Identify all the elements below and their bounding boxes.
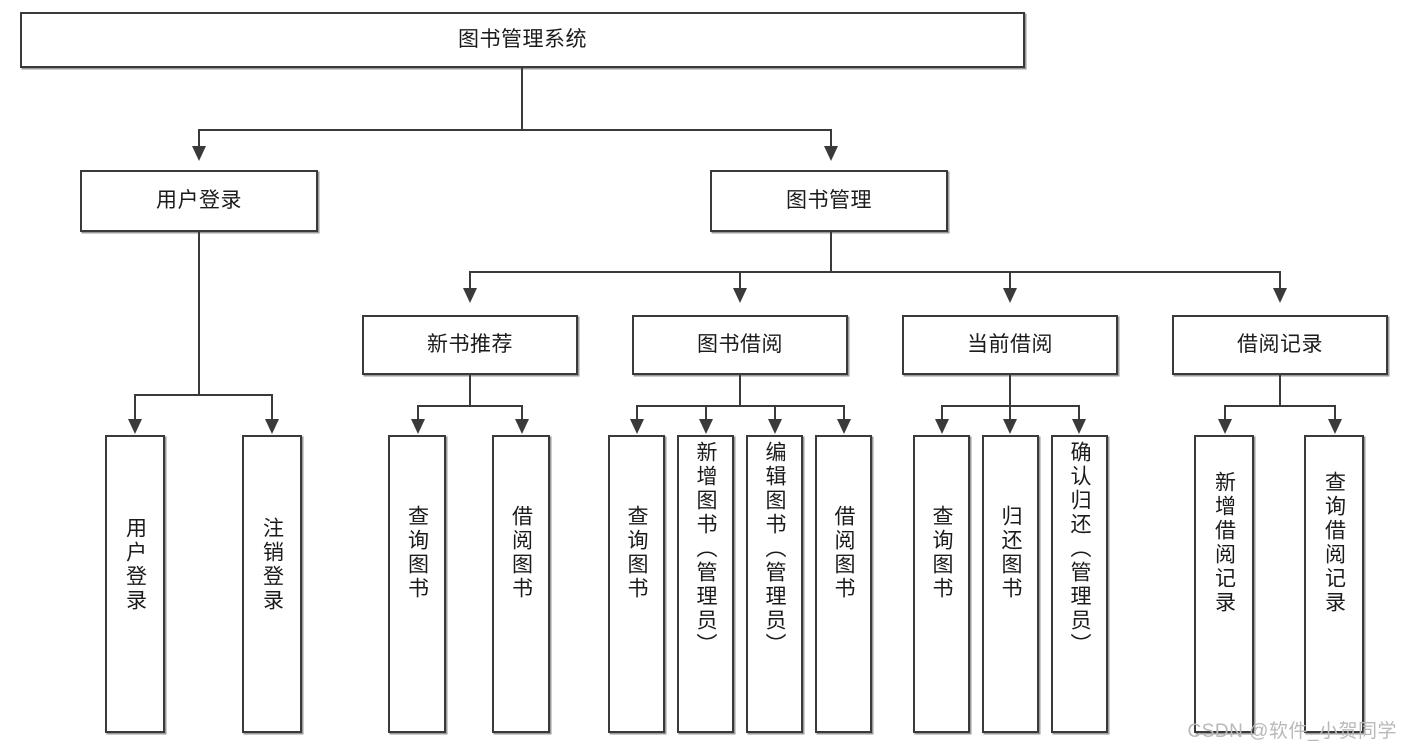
node-label: 新增借阅记录 <box>1212 471 1236 615</box>
connector-book-borrow-drop-2 <box>705 405 707 420</box>
node-label: 用户登录 <box>123 517 147 613</box>
arrowhead-book-borrow-leaf-2 <box>699 419 713 434</box>
node-label: 图书管理系统 <box>458 27 587 51</box>
leaf-user-login-login[interactable]: 用户登录 <box>105 435 165 733</box>
node-label: 查询图书 <box>405 505 429 601</box>
connector-book-borrow-drop-3 <box>774 405 776 420</box>
connector-user-login-drop-1 <box>134 394 136 420</box>
node-label: 查询图书 <box>625 505 648 601</box>
node-book-management[interactable]: 图书管理 <box>710 170 948 232</box>
node-root-book-management-system[interactable]: 图书管理系统 <box>20 12 1025 68</box>
arrowhead-borrow-record-leaf-2 <box>1328 419 1342 434</box>
connector-current-borrow-stem <box>1009 375 1011 406</box>
arrowhead-user-login-leaf-2 <box>265 419 279 434</box>
leaf-current-borrow-return-book[interactable]: 归还图书 <box>982 435 1039 733</box>
watermark-text: CSDN @软件_小贺同学 <box>1187 721 1397 742</box>
connector-book-management-stem <box>830 232 832 272</box>
arrowhead-book-borrow-leaf-3 <box>768 419 782 434</box>
arrowhead-new-book-leaf-1 <box>411 419 425 434</box>
leaf-book-borrow-query-book[interactable]: 查询图书 <box>608 435 665 733</box>
node-label: 借阅记录 <box>1237 332 1323 356</box>
leaf-current-borrow-confirm-return-admin[interactable]: 确认归还（管理员） <box>1051 435 1108 733</box>
node-label: 新书推荐 <box>427 332 513 356</box>
connector-level3-bus <box>469 271 1281 273</box>
connector-level1-drop-left <box>198 129 200 147</box>
arrowhead-user-login-leaf-1 <box>128 419 142 434</box>
connector-borrow-record-drop-1 <box>1224 405 1226 420</box>
node-label: 图书管理 <box>786 188 872 212</box>
arrowhead-to-current-borrow <box>1003 288 1017 303</box>
arrowhead-book-borrow-leaf-1 <box>630 419 644 434</box>
connector-level3-drop-1 <box>469 271 471 289</box>
leaf-book-borrow-borrow-book[interactable]: 借阅图书 <box>815 435 872 733</box>
connector-book-borrow-stem <box>739 375 741 406</box>
leaf-user-login-logout[interactable]: 注销登录 <box>242 435 302 733</box>
node-label: 注销登录 <box>260 517 284 613</box>
leaf-book-borrow-add-book-admin[interactable]: 新增图书（管理员） <box>677 435 734 733</box>
node-label: 查询图书 <box>930 505 953 601</box>
arrowhead-to-book-management <box>824 146 838 161</box>
node-label: 图书借阅 <box>697 332 783 356</box>
leaf-borrow-record-query-record[interactable]: 查询借阅记录 <box>1304 435 1364 733</box>
node-label: 当前借阅 <box>967 332 1053 356</box>
node-label: 确认归还（管理员） <box>1068 441 1091 657</box>
arrowhead-current-borrow-leaf-1 <box>935 419 949 434</box>
connector-new-book-drop-1 <box>417 405 419 420</box>
connector-level3-drop-2 <box>739 271 741 289</box>
connector-user-login-stem <box>198 232 200 395</box>
leaf-book-borrow-edit-book-admin[interactable]: 编辑图书（管理员） <box>746 435 803 733</box>
node-new-book-recommend[interactable]: 新书推荐 <box>362 315 578 375</box>
connector-borrow-record-drop-2 <box>1334 405 1336 420</box>
node-label: 编辑图书（管理员） <box>763 441 786 657</box>
node-label: 归还图书 <box>999 505 1022 601</box>
node-book-borrow[interactable]: 图书借阅 <box>632 315 848 375</box>
arrowhead-current-borrow-leaf-2 <box>1003 419 1017 434</box>
leaf-current-borrow-query-book[interactable]: 查询图书 <box>913 435 970 733</box>
leaf-new-book-borrow-book[interactable]: 借阅图书 <box>492 435 550 733</box>
node-user-login[interactable]: 用户登录 <box>80 170 318 232</box>
connector-book-borrow-drop-4 <box>843 405 845 420</box>
connector-root-stem <box>521 68 523 130</box>
connector-level1-drop-right <box>830 129 832 147</box>
leaf-borrow-record-add-record[interactable]: 新增借阅记录 <box>1194 435 1254 733</box>
connector-current-borrow-drop-1 <box>941 405 943 420</box>
connector-current-borrow-drop-2 <box>1009 405 1011 420</box>
node-current-borrow[interactable]: 当前借阅 <box>902 315 1118 375</box>
arrowhead-to-user-login <box>192 146 206 161</box>
leaf-new-book-query-book[interactable]: 查询图书 <box>388 435 446 733</box>
connector-level3-drop-4 <box>1279 271 1281 289</box>
arrowhead-borrow-record-leaf-1 <box>1218 419 1232 434</box>
arrowhead-book-borrow-leaf-4 <box>837 419 851 434</box>
connector-book-borrow-drop-1 <box>636 405 638 420</box>
connector-new-book-bus <box>417 405 522 407</box>
connector-user-login-drop-2 <box>271 394 273 420</box>
connector-level3-drop-3 <box>1009 271 1011 289</box>
connector-book-borrow-bus <box>636 405 844 407</box>
node-label: 借阅图书 <box>832 505 855 601</box>
node-label: 查询借阅记录 <box>1322 471 1346 615</box>
connector-new-book-stem <box>469 375 471 406</box>
node-label: 新增图书（管理员） <box>694 441 717 657</box>
connector-borrow-record-stem <box>1279 375 1281 406</box>
arrowhead-current-borrow-leaf-3 <box>1072 419 1086 434</box>
connector-current-borrow-drop-3 <box>1078 405 1080 420</box>
arrowhead-to-borrow-record <box>1273 288 1287 303</box>
connector-user-login-bus <box>134 394 271 396</box>
node-label: 借阅图书 <box>509 505 533 601</box>
node-label: 用户登录 <box>156 188 242 212</box>
node-borrow-record[interactable]: 借阅记录 <box>1172 315 1388 375</box>
arrowhead-to-new-book-recommend <box>463 288 477 303</box>
connector-borrow-record-bus <box>1224 405 1335 407</box>
arrowhead-new-book-leaf-2 <box>515 419 529 434</box>
connector-level1-bus <box>198 129 832 131</box>
connector-new-book-drop-2 <box>521 405 523 420</box>
arrowhead-to-book-borrow <box>733 288 747 303</box>
